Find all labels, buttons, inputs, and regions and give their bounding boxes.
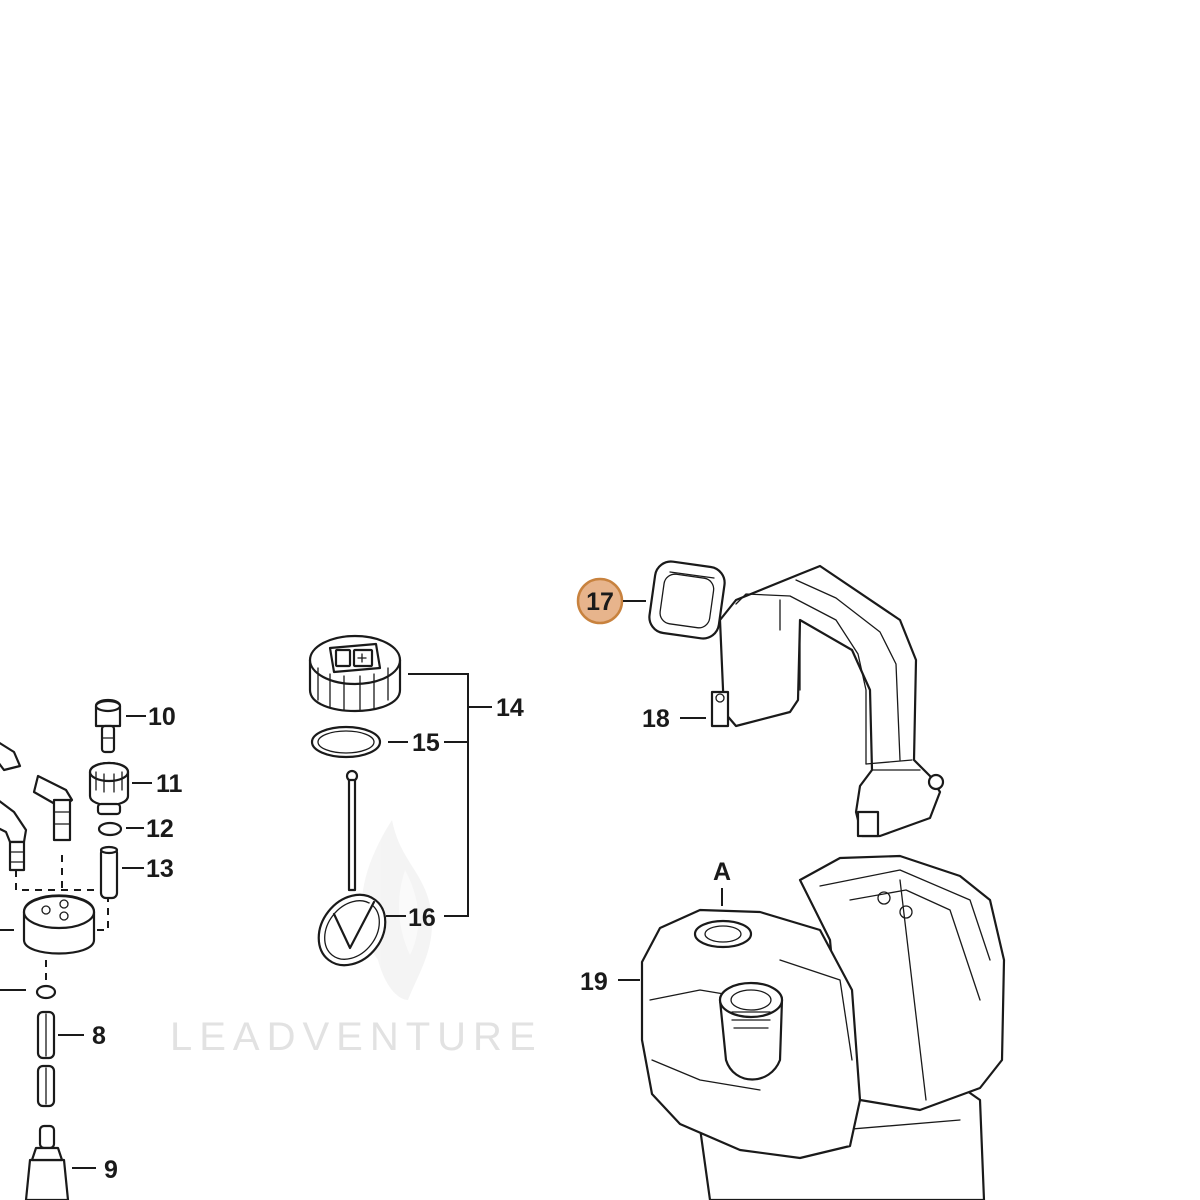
callout-10[interactable]: 10 [148,703,176,731]
callout-16[interactable]: 16 [408,904,436,932]
callout-15[interactable]: 15 [412,729,440,757]
watermark-text: LEADVENTURE [170,1015,543,1059]
fuel-line-8 [36,1010,56,1060]
elbow-fitting-stem [52,798,72,842]
callout-9[interactable]: 9 [104,1156,118,1184]
callout-14[interactable]: 14 [496,694,524,722]
callout-17[interactable]: 17 [586,588,614,616]
watermark: LEADVENTURE [170,820,543,1059]
callout-12[interactable]: 12 [146,815,174,843]
o-ring-small [35,984,57,1000]
hose-fragment [0,741,22,772]
fuel-cap-14 [308,634,402,712]
callout-17-highlight[interactable] [576,577,624,625]
fitting-10 [94,698,122,754]
fuel-cap-group: 14 15 16 [308,634,524,967]
gasket-15 [310,725,382,759]
callout-8[interactable]: 8 [92,1022,106,1050]
callout-18[interactable]: 18 [642,705,670,733]
seal-17 [648,560,726,640]
o-ring-12 [97,821,123,837]
callout-13[interactable]: 13 [146,855,174,883]
left-parts-cluster: 8 9 10 11 12 [0,698,183,1200]
callout-A[interactable]: A [713,858,731,886]
fuel-filter-9 [24,1124,70,1200]
fuel-hose-13 [99,845,119,900]
fuel-grommet [22,894,96,955]
strainer-16 [317,769,387,967]
valve-11 [88,761,130,816]
callout-11[interactable]: 11 [156,770,183,798]
cover-bracket-18 [710,564,945,838]
hose-elbow [0,800,28,844]
right-parts-group: 17 18 [576,560,1006,1200]
callout-19[interactable]: 19 [580,968,608,996]
watermark-flame-icon [361,820,432,1000]
fuel-tank-19 [640,854,1006,1200]
